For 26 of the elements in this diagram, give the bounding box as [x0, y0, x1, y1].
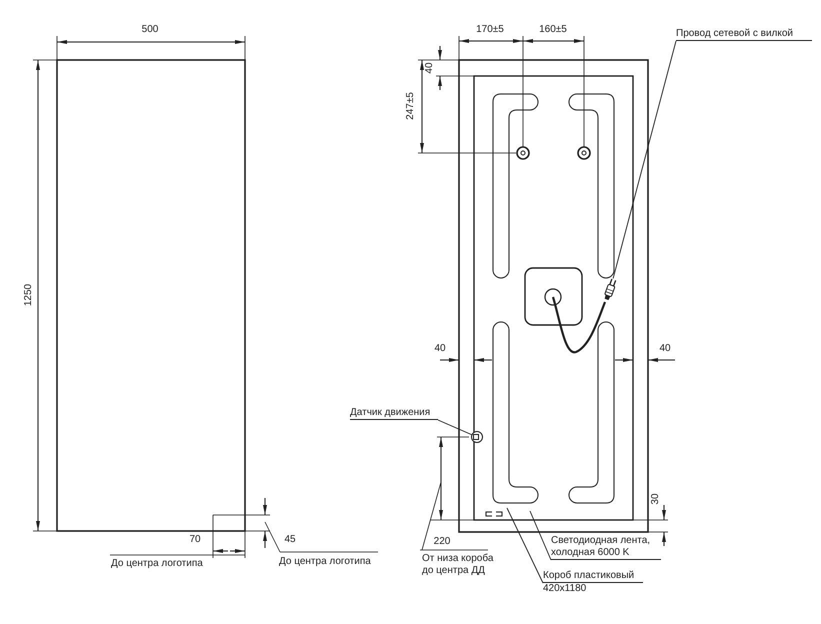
- leader-line: [438, 420, 472, 436]
- leader-line: [530, 510, 552, 560]
- dimension-value: 170±5: [475, 24, 505, 36]
- dimension-value: 247±5: [405, 92, 417, 120]
- note-text: До центра логотипа: [279, 556, 371, 568]
- callout-text: Светодиодная лента, холодная 6000 K: [551, 535, 661, 560]
- dimension-value: 40: [424, 62, 436, 74]
- plug-icon: [604, 278, 616, 300]
- callout-text: Провод сетевой с вилкой: [676, 28, 812, 41]
- note-text: От низа короба до центра ДД: [422, 553, 494, 577]
- dimension-value: 160±5: [538, 24, 568, 36]
- dimension-value: 45: [283, 534, 297, 546]
- dimension-value: 1250: [23, 284, 35, 306]
- dimension-value: 70: [188, 534, 202, 546]
- callout-text: Короб пластиковый: [543, 570, 643, 583]
- dimension-value: 220: [432, 536, 452, 548]
- note-text: До центра логотипа: [111, 558, 203, 570]
- motion-sensor-icon: [471, 431, 483, 443]
- leader-line: [612, 40, 676, 279]
- dimension-value: 30: [650, 493, 662, 505]
- dimension-value: 500: [140, 24, 160, 36]
- callout-text: 420x1180: [543, 583, 588, 595]
- dimension-value: 40: [658, 343, 672, 355]
- callout-text: Датчик движения: [350, 407, 438, 420]
- leader-line: [506, 508, 544, 584]
- dimension-value: 40: [433, 343, 447, 355]
